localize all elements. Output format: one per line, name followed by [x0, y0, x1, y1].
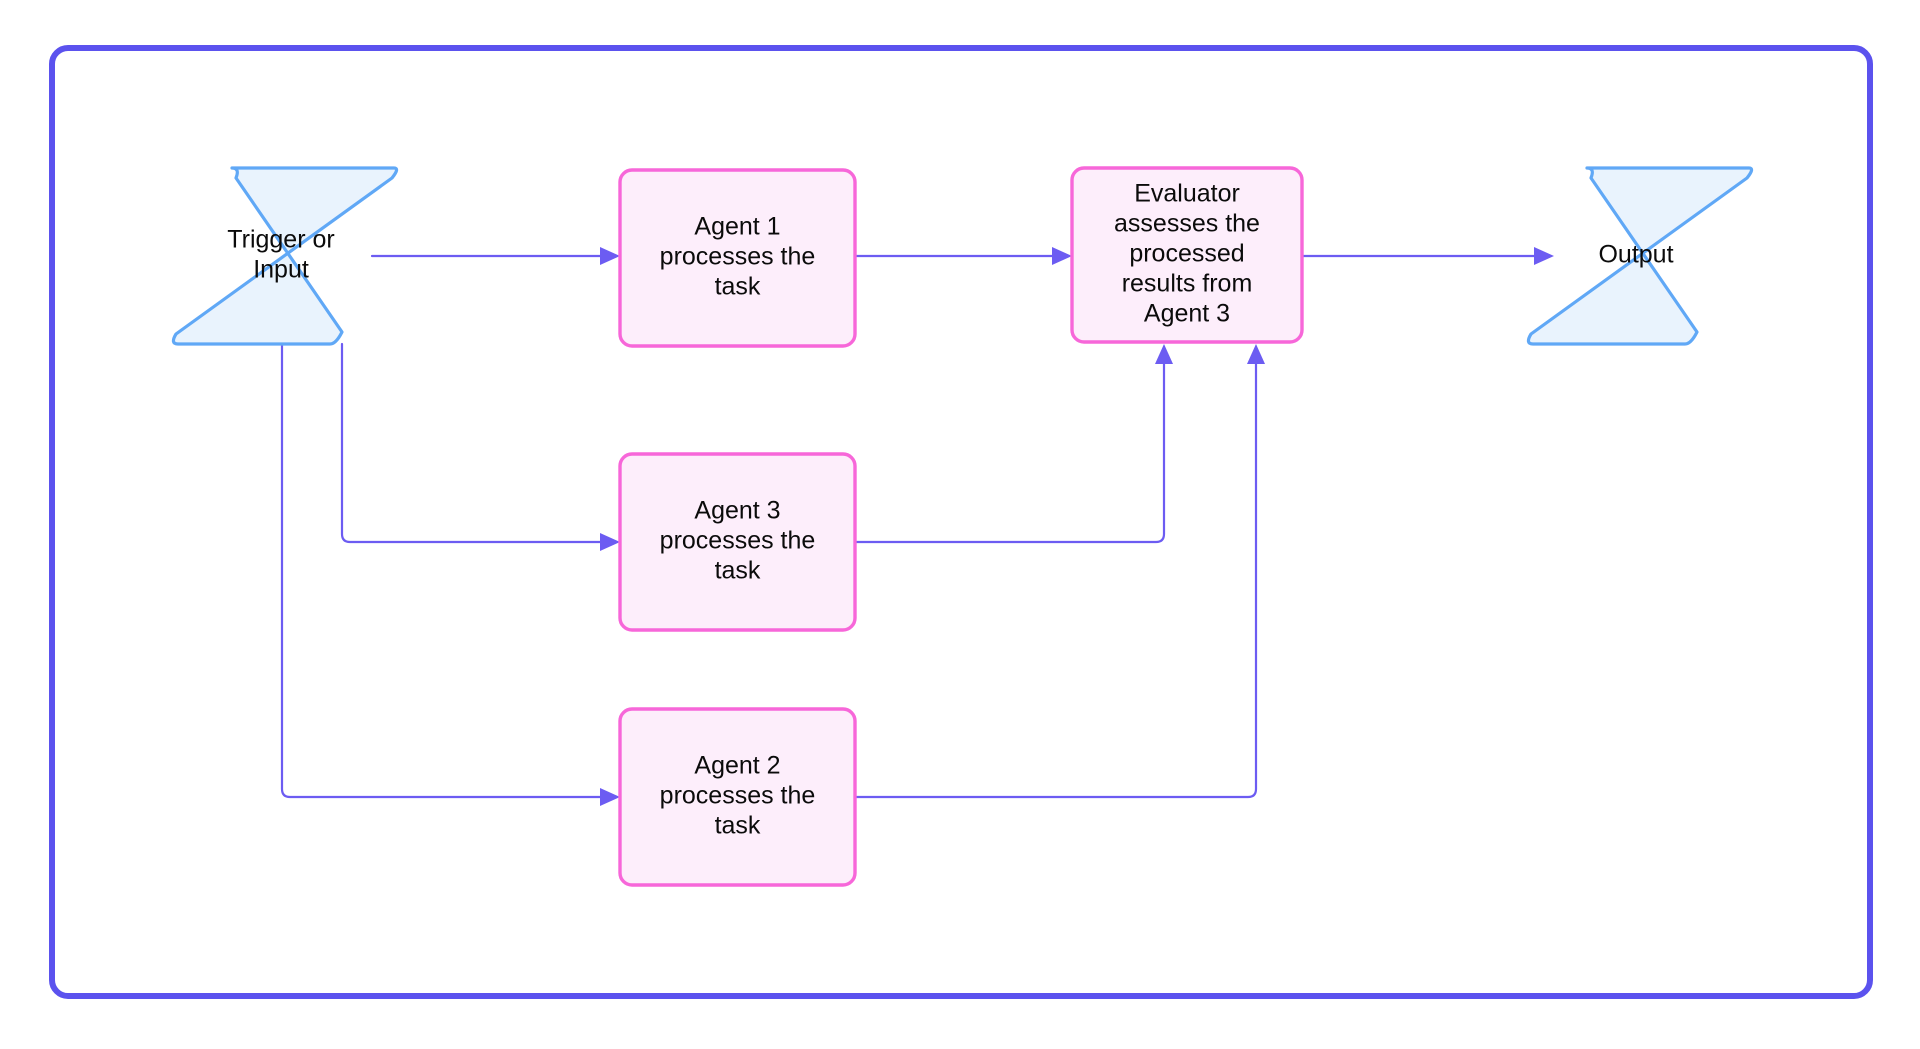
node-output[interactable]: Output [1526, 166, 1754, 346]
node-evaluator-label-line-2: processed [1129, 240, 1244, 268]
edges-layer [280, 247, 1554, 806]
node-output-label-line-0: Output [1598, 241, 1673, 269]
node-agent-2-label-line-0: Agent 2 [694, 752, 780, 780]
node-agent-2-shape [618, 707, 857, 887]
edge-trigger-to-agent-3-arrowhead-icon [600, 533, 620, 551]
node-agent-1-label-line-2: task [715, 273, 761, 301]
node-agent-2-label-line-2: task [715, 812, 761, 840]
edge-agent-3-to-evaluator-arrowhead-icon [1155, 344, 1173, 364]
node-output-shape [1526, 166, 1754, 346]
node-evaluator-label-line-0: Evaluator [1134, 180, 1240, 208]
edge-agent-3-to-evaluator-line [853, 360, 1166, 544]
edge-trigger-to-agent-3[interactable] [340, 342, 620, 551]
edge-agent-2-to-evaluator-line [853, 360, 1258, 799]
edge-agent-1-to-evaluator[interactable] [853, 247, 1072, 265]
edge-agent-2-to-evaluator-arrowhead-icon [1247, 344, 1265, 364]
node-agent-3-shape [618, 452, 857, 632]
edge-trigger-to-agent-3-line [340, 342, 606, 544]
node-agent-1-shape [618, 168, 857, 348]
node-evaluator-label-line-1: assesses the [1114, 210, 1260, 238]
edge-agent-3-to-evaluator[interactable] [853, 344, 1173, 544]
edge-evaluator-to-output-arrowhead-icon [1534, 247, 1554, 265]
node-trigger-or-input-shape [171, 166, 399, 346]
edge-trigger-to-agent-2-arrowhead-icon [600, 788, 620, 806]
node-evaluator-label-line-3: results from [1122, 270, 1253, 298]
edge-trigger-to-agent-2-line [280, 342, 606, 799]
edge-trigger-to-agent-2[interactable] [280, 342, 620, 806]
edge-agent-1-to-evaluator-arrowhead-icon [1052, 247, 1072, 265]
node-agent-3-label-line-1: processes the [660, 527, 816, 555]
node-agent-1-label-line-0: Agent 1 [694, 213, 780, 241]
node-agent-2-label-line-1: processes the [660, 782, 816, 810]
node-evaluator-label-line-4: Agent 3 [1144, 300, 1230, 328]
node-trigger-or-input-label-line-1: Input [253, 256, 309, 284]
edge-trigger-to-agent-1-arrowhead-icon [600, 247, 620, 265]
subgraph-frame [49, 45, 1873, 999]
node-agent-3-label-line-2: task [715, 557, 761, 585]
edge-agent-2-to-evaluator[interactable] [853, 344, 1265, 799]
node-agent-3-label-line-0: Agent 3 [694, 497, 780, 525]
node-trigger-or-input-label-line-0: Trigger or [227, 226, 334, 254]
edge-evaluator-to-output[interactable] [1300, 247, 1554, 265]
node-evaluator-shape [1070, 166, 1304, 344]
node-agent-1-label-line-1: processes the [660, 243, 816, 271]
edge-trigger-to-agent-1[interactable] [370, 247, 620, 265]
